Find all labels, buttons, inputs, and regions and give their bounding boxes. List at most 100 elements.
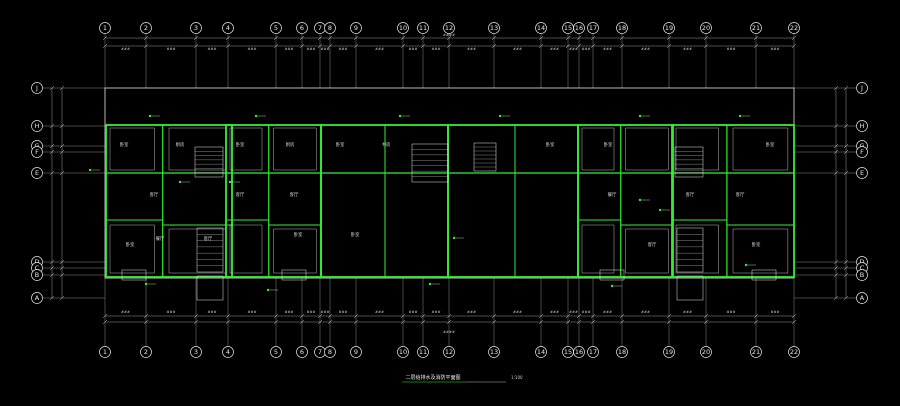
axis-bubble-bottom bbox=[140, 346, 152, 358]
balcony bbox=[121, 269, 147, 281]
axis-bubble-left bbox=[31, 292, 43, 304]
dimension-tick bbox=[193, 43, 199, 49]
dimension-tick bbox=[590, 313, 596, 319]
pipe-tag-dot bbox=[178, 180, 182, 184]
dimension-tick bbox=[619, 313, 625, 319]
dimension-tick bbox=[666, 35, 672, 41]
pipe-tag-dot bbox=[88, 168, 92, 172]
unit-outer-wall bbox=[671, 124, 795, 278]
dimension-tick bbox=[833, 265, 839, 271]
dimension-tick bbox=[193, 319, 199, 325]
dimension-tick bbox=[143, 35, 149, 41]
pipe-tag-dot bbox=[148, 114, 152, 118]
axis-bubble-bottom bbox=[443, 346, 455, 358]
room-outline bbox=[625, 127, 669, 171]
axis-label-right: A bbox=[860, 294, 865, 302]
axis-label-top: 4 bbox=[226, 24, 230, 32]
stairwell bbox=[674, 146, 704, 178]
segment-dimension-bottom: ### bbox=[683, 310, 692, 314]
axis-bubble-bottom bbox=[488, 346, 500, 358]
dimension-tick bbox=[400, 43, 406, 49]
room-outline bbox=[229, 224, 263, 274]
dimension-tick bbox=[273, 43, 279, 49]
axis-label-top: 8 bbox=[328, 24, 332, 32]
axis-bubble-bottom bbox=[587, 346, 599, 358]
dimension-tick bbox=[791, 43, 797, 49]
dimension-tick bbox=[491, 319, 497, 325]
axis-bubble-top bbox=[663, 22, 675, 34]
axis-label-top: 11 bbox=[419, 24, 427, 32]
axis-bubble-top bbox=[616, 22, 628, 34]
axis-bubble-bottom bbox=[270, 346, 282, 358]
axis-label-top: 16 bbox=[575, 24, 583, 32]
dimension-tick bbox=[619, 35, 625, 41]
axis-label-bottom: 21 bbox=[752, 348, 760, 356]
axis-bubble-bottom bbox=[222, 346, 234, 358]
segment-dimension-bottom: ### bbox=[166, 310, 175, 314]
balcony bbox=[196, 275, 224, 301]
axis-label-bottom: 17 bbox=[589, 348, 597, 356]
dimension-tick bbox=[420, 43, 426, 49]
pipe-tag-dot bbox=[610, 284, 614, 288]
room-label: 卧室 bbox=[546, 141, 555, 148]
segment-dimension-bottom: ### bbox=[121, 310, 130, 314]
dimension-tick bbox=[753, 319, 759, 325]
dimension-tick bbox=[59, 295, 65, 301]
dimension-tick bbox=[327, 43, 333, 49]
segment-dimension-top: ### bbox=[375, 47, 384, 51]
dimension-tick bbox=[420, 319, 426, 325]
drawing-caption: 二层给排水及消防平面图 bbox=[405, 374, 460, 381]
dimension-tick bbox=[59, 149, 65, 155]
segment-dimension-top: ### bbox=[726, 47, 735, 51]
pipe-tag-dot bbox=[144, 282, 148, 286]
room-label: 卧室 bbox=[351, 231, 360, 238]
dimension-tick bbox=[666, 319, 672, 325]
dimension-tick bbox=[102, 319, 108, 325]
axis-bubble-top bbox=[417, 22, 429, 34]
room-label: 卧室 bbox=[126, 241, 135, 248]
axis-bubble-bottom bbox=[788, 346, 800, 358]
dimension-tick bbox=[59, 85, 65, 91]
axis-bubble-bottom bbox=[397, 346, 409, 358]
dimension-tick bbox=[843, 123, 849, 129]
axis-label-top: 1 bbox=[103, 24, 107, 32]
pipe-tag-dot bbox=[228, 180, 232, 184]
axis-label-bottom: 8 bbox=[328, 348, 332, 356]
axis-bubble-top bbox=[140, 22, 152, 34]
segment-dimension-top: ### bbox=[603, 47, 612, 51]
axis-label-bottom: 7 bbox=[318, 348, 322, 356]
dimension-tick bbox=[833, 170, 839, 176]
dimension-tick bbox=[327, 313, 333, 319]
dimension-tick bbox=[446, 313, 452, 319]
segment-dimension-top: ### bbox=[550, 47, 559, 51]
axis-label-left: D bbox=[34, 258, 39, 266]
axis-bubble-bottom bbox=[350, 346, 362, 358]
axis-bubble-top bbox=[587, 22, 599, 34]
pipe-tag-dot bbox=[398, 114, 402, 118]
room-outline bbox=[732, 127, 789, 171]
dimension-tick bbox=[446, 319, 452, 325]
dimension-tick bbox=[59, 259, 65, 265]
dimension-tick bbox=[299, 319, 305, 325]
dimension-tick bbox=[353, 35, 359, 41]
axis-bubble-bottom bbox=[99, 346, 111, 358]
dimension-tick bbox=[491, 313, 497, 319]
axis-label-top: 21 bbox=[752, 24, 760, 32]
segment-dimension-top: ### bbox=[467, 47, 476, 51]
axis-bubble-left bbox=[31, 120, 43, 132]
room-label: 餐厅 bbox=[608, 191, 617, 198]
room-outline bbox=[732, 228, 789, 274]
dimension-tick bbox=[225, 313, 231, 319]
axis-bubble-right bbox=[856, 167, 868, 179]
segment-dimension-top: ### bbox=[581, 47, 590, 51]
room-label: 客厅 bbox=[236, 191, 245, 198]
dimension-tick bbox=[446, 35, 452, 41]
dimension-tick bbox=[317, 313, 323, 319]
axis-label-bottom: 11 bbox=[419, 348, 427, 356]
axis-label-right: H bbox=[860, 122, 865, 130]
pipe-tag-dot bbox=[266, 288, 270, 292]
dimension-tick bbox=[59, 123, 65, 129]
axis-bubble-top bbox=[350, 22, 362, 34]
axis-label-bottom: 12 bbox=[445, 348, 453, 356]
